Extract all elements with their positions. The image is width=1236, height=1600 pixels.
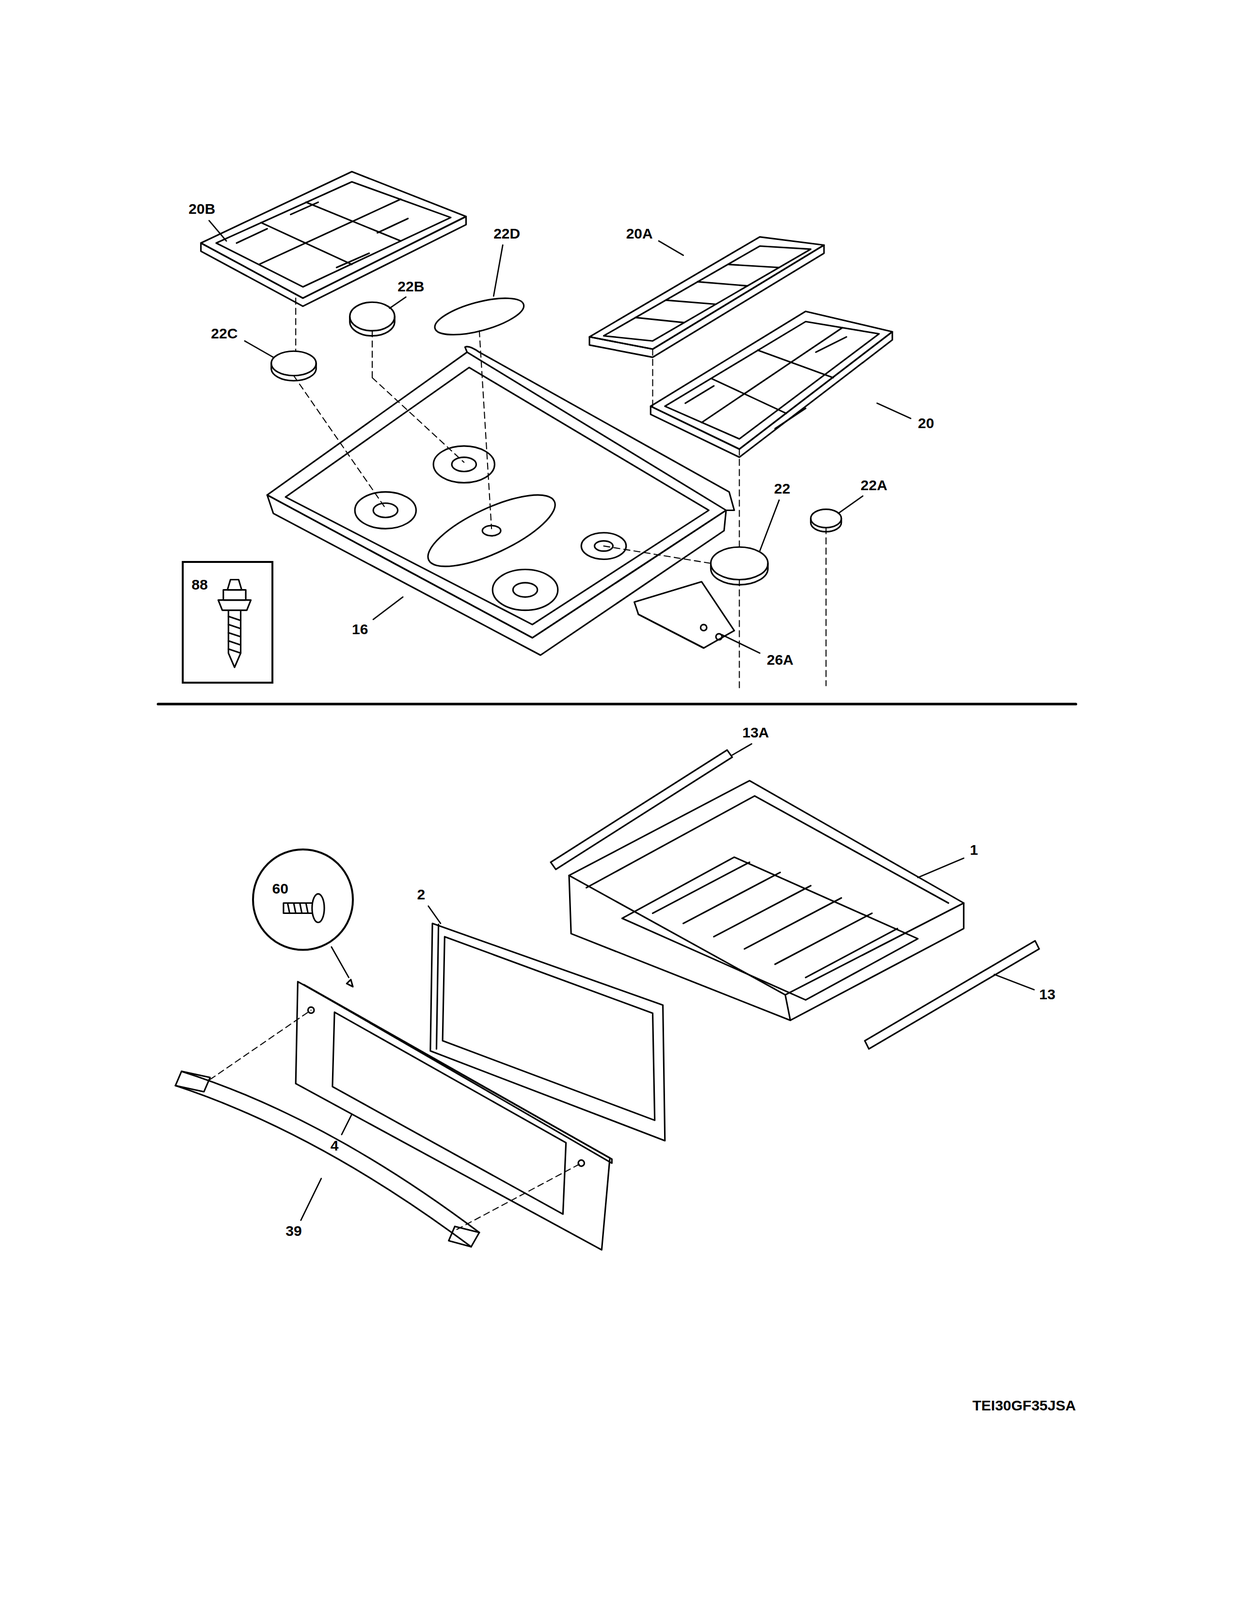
drawer-rail bbox=[550, 749, 733, 870]
callout-number: 22C bbox=[210, 326, 238, 341]
callout-number: 1 bbox=[969, 842, 979, 857]
callout-number: 20A bbox=[626, 226, 653, 241]
callout-number: 16 bbox=[351, 621, 368, 637]
drawer-handle bbox=[175, 1071, 480, 1247]
burner-grate bbox=[650, 311, 893, 458]
callout-number: 13 bbox=[1039, 986, 1056, 1002]
callout-number: 22D bbox=[493, 226, 521, 241]
drawer-box bbox=[569, 780, 964, 1020]
model-number: TEI30GF35JSA bbox=[972, 1397, 1076, 1413]
cooktop bbox=[267, 346, 735, 655]
callout-number: 39 bbox=[285, 1223, 302, 1238]
callout-number: 60 bbox=[272, 881, 289, 896]
callout-number: 4 bbox=[330, 1138, 339, 1153]
callout-number: 22B bbox=[397, 279, 425, 294]
callout-number: 20B bbox=[188, 201, 216, 217]
detail-box: 88 bbox=[181, 560, 274, 683]
callout-number: 88 bbox=[191, 577, 208, 592]
callout-number: 26A bbox=[766, 652, 794, 667]
bolt bbox=[218, 579, 251, 668]
burner-cap bbox=[271, 350, 317, 376]
callout-number: 13A bbox=[742, 725, 770, 740]
drawer-rail bbox=[864, 940, 1040, 1049]
burner-cap bbox=[810, 508, 842, 528]
screw bbox=[283, 893, 325, 923]
callout-number: 22 bbox=[774, 481, 791, 496]
callout-number: 22A bbox=[860, 477, 888, 493]
detail-circle: 60 bbox=[252, 848, 354, 951]
callout-number: 2 bbox=[417, 887, 426, 902]
drawer-front bbox=[295, 981, 612, 1250]
burner-cap bbox=[710, 546, 768, 580]
bracket bbox=[634, 581, 735, 649]
burner-cap bbox=[349, 301, 396, 331]
callout-number: 20 bbox=[918, 415, 935, 431]
burner-grate bbox=[200, 171, 466, 307]
